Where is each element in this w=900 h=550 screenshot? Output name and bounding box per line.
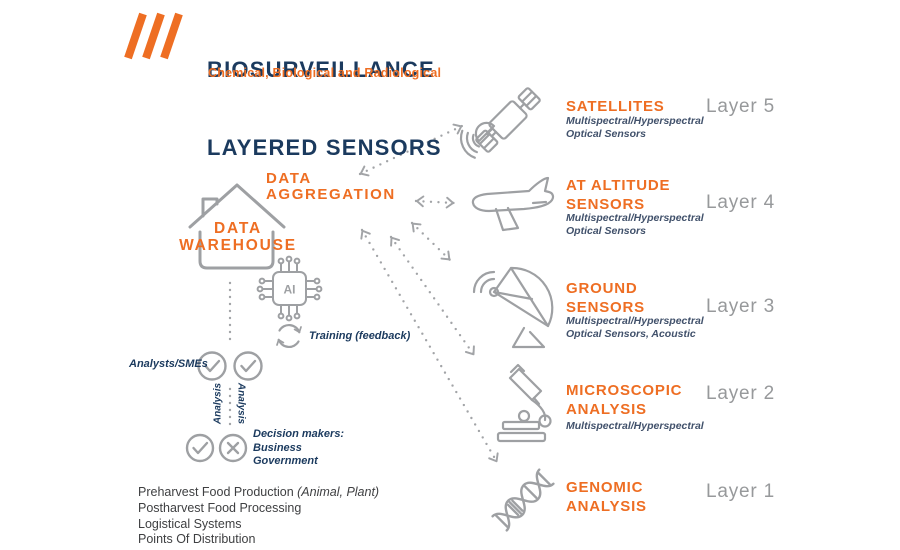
page-subtitle: Chemical, Biological and Radiological <box>208 66 442 80</box>
layer5-label: Layer 5 <box>706 96 775 117</box>
dna-icon <box>491 468 555 532</box>
microscope-icon <box>496 363 552 443</box>
title-line-1: BIOSURVEILLANCE <box>207 57 435 82</box>
list-item: Points Of Distribution <box>138 532 256 547</box>
title-line-2: LAYERED SENSORS <box>207 135 442 160</box>
arrow-to-genomic <box>360 228 499 464</box>
arrow-to-at-altitude <box>414 195 456 209</box>
ai-chip-label: AI <box>284 283 296 297</box>
check-circle-icon <box>233 351 263 381</box>
list-item: Preharvest Food Production (Animal, Plan… <box>138 485 380 499</box>
check-circle-icon <box>185 433 215 463</box>
training-feedback-label: Training (feedback) <box>309 330 411 342</box>
analyst-check-circles <box>185 351 263 463</box>
layer5-title: SATELLITES <box>566 98 665 115</box>
page-title: BIOSURVEILLANCE LAYERED SENSORS <box>207 5 442 213</box>
distribution-chain-list: Preharvest Food Production (Animal, Plan… <box>138 485 379 548</box>
check-circle-icon <box>197 351 227 381</box>
house-icon <box>188 183 286 270</box>
training-loop-icon <box>276 323 302 349</box>
satellite-dish-icon <box>472 266 554 349</box>
data-warehouse-label: DATA WAREHOUSE <box>179 220 297 254</box>
three-slashes-logo-icon <box>124 12 183 60</box>
analysis-label-left: Analysis <box>212 382 224 425</box>
ai-chip-icon: AI <box>256 255 323 322</box>
airplane-icon <box>471 176 555 232</box>
list-item: Logistical Systems <box>138 516 242 531</box>
layer2-subtitle: Multispectral/Hyperspectral <box>566 420 704 432</box>
decision-makers-label: Decision makers: Business Government <box>253 428 345 467</box>
layer3-label: Layer 3 <box>706 296 775 317</box>
layer4-label: Layer 4 <box>706 192 775 213</box>
analysts-smes-label: Analysts/SMEs <box>129 358 208 370</box>
satellite-icon <box>459 87 541 159</box>
analysis-label-right: Analysis <box>235 382 247 425</box>
layer2-label: Layer 2 <box>706 383 775 404</box>
data-flow-arrows <box>228 123 499 464</box>
data-aggregation-label: DATA AGGREGATION <box>266 170 396 203</box>
arrow-to-ground <box>410 221 452 262</box>
layer1-label: Layer 1 <box>706 481 775 502</box>
list-item: Postharvest Food Processing <box>138 500 302 515</box>
x-circle-icon <box>218 433 248 463</box>
